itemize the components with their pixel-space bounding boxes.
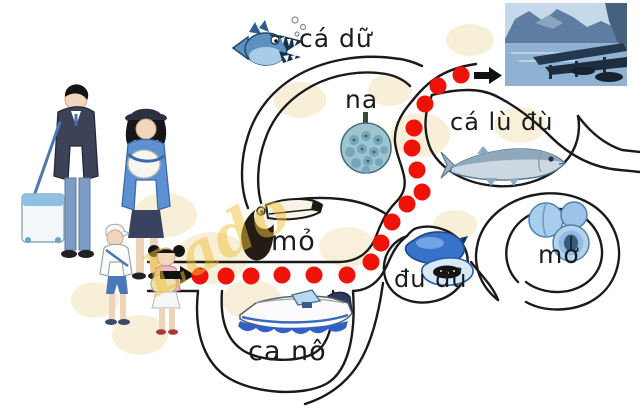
route-dot xyxy=(405,119,423,137)
route-dot xyxy=(305,266,323,284)
maze-wall xyxy=(303,281,385,406)
route-dot xyxy=(273,266,291,284)
label-na: na xyxy=(345,85,379,114)
route-dot xyxy=(403,139,421,157)
route-dot xyxy=(372,234,390,252)
maze-wall xyxy=(351,234,409,293)
label-ca-lu-du: cá lù đù xyxy=(450,108,554,136)
route-dot xyxy=(429,77,447,95)
father-figure xyxy=(21,84,99,258)
maze-wall xyxy=(240,55,424,210)
mother-figure xyxy=(121,108,171,280)
route-dot xyxy=(413,183,431,201)
route-dot xyxy=(398,195,416,213)
route-dot xyxy=(383,213,401,231)
label-mo-qua: mơ xyxy=(538,240,580,269)
custard-apple-illustration xyxy=(340,112,392,174)
route-dot xyxy=(452,66,470,84)
maze-wall xyxy=(474,192,621,311)
maze-wall xyxy=(382,225,469,304)
boy-figure xyxy=(99,223,133,325)
maze-wall xyxy=(469,260,500,302)
label-mo: mỏ xyxy=(271,226,316,257)
route-dot xyxy=(217,267,235,285)
maze-wall xyxy=(424,93,581,188)
label-du-du: đu đủ xyxy=(394,265,468,293)
route-dot xyxy=(416,95,434,113)
maze-wall xyxy=(494,94,640,174)
route-dot xyxy=(242,267,260,285)
lake-pier-photo xyxy=(505,3,627,86)
route-dot xyxy=(338,266,356,284)
route-dot xyxy=(362,253,380,271)
label-ca-du: cá dữ xyxy=(299,24,373,53)
croaker-fish-illustration xyxy=(440,146,566,186)
motorboat-illustration xyxy=(238,289,353,334)
fierce-fish-illustration xyxy=(231,16,307,66)
route-dot xyxy=(408,161,426,179)
label-ca-no: ca nô xyxy=(248,336,327,367)
route-dot xyxy=(191,267,209,285)
maze-wall xyxy=(195,289,355,394)
maze-wall xyxy=(256,71,412,216)
apricots-illustration xyxy=(528,201,590,262)
route-dot-path xyxy=(191,66,470,285)
maze-wall xyxy=(576,114,640,154)
papaya-illustration xyxy=(404,231,474,287)
exit-arrow-icon xyxy=(474,67,502,84)
start-arrow-icon xyxy=(160,266,195,284)
toucan-beak-illustration xyxy=(241,198,324,261)
